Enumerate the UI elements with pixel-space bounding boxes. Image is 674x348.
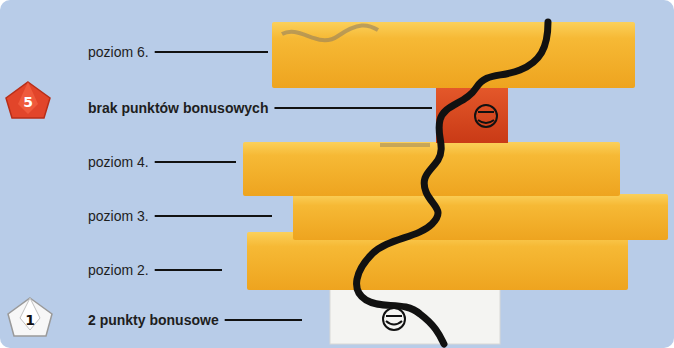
path-mark [282,25,378,40]
winding-path [357,22,548,344]
white-die [8,298,52,336]
leader-line [155,51,268,53]
leader-line [155,269,222,271]
level-label: poziom 3. [88,208,149,224]
die-number: 1 [25,312,35,328]
leader-line [225,319,302,321]
face-icon [475,105,497,127]
block-level-6 [272,22,635,88]
red-die [6,82,50,118]
leader-line [155,161,236,163]
white-block [330,289,500,344]
level-label: poziom 2. [88,262,149,278]
level-label: poziom 4. [88,154,149,170]
die-number: 5 [23,94,33,110]
block-level-2 [247,232,628,290]
path-mark [380,143,430,147]
bonus-label: brak punktów bonusowych [88,100,268,116]
leader-line [274,107,432,109]
face-icon [383,308,405,330]
block-level-3 [293,194,668,240]
bonus-label: 2 punkty bonusowe [88,312,219,328]
leader-line [155,215,272,217]
level-label: poziom 6. [88,44,149,60]
